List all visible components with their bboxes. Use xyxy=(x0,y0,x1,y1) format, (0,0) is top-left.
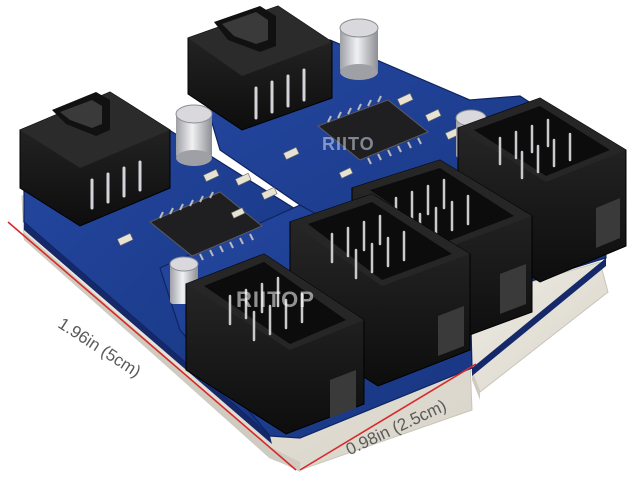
dimension-line-depth xyxy=(299,363,477,471)
dimension-lines xyxy=(7,221,477,471)
capacitor-left xyxy=(175,104,213,166)
header-connector-back xyxy=(187,5,333,131)
header-pins-back xyxy=(254,68,306,120)
pcb-board-edge-right xyxy=(472,258,606,376)
header-connector-back-left xyxy=(19,91,171,227)
capacitor-back xyxy=(339,18,379,80)
ic-chip-left xyxy=(149,191,263,261)
dimension-line-width xyxy=(7,221,297,471)
box-header-front xyxy=(185,253,365,435)
watermark-top: RIITO xyxy=(322,134,375,154)
foam-pad-right-edge xyxy=(472,372,480,400)
ic-chip-back xyxy=(317,95,429,165)
watermark-middle: RIITOP xyxy=(236,287,315,312)
ic-chips xyxy=(149,95,429,261)
header-pins-back-left xyxy=(90,160,142,210)
pcb-board-edge xyxy=(24,222,272,444)
